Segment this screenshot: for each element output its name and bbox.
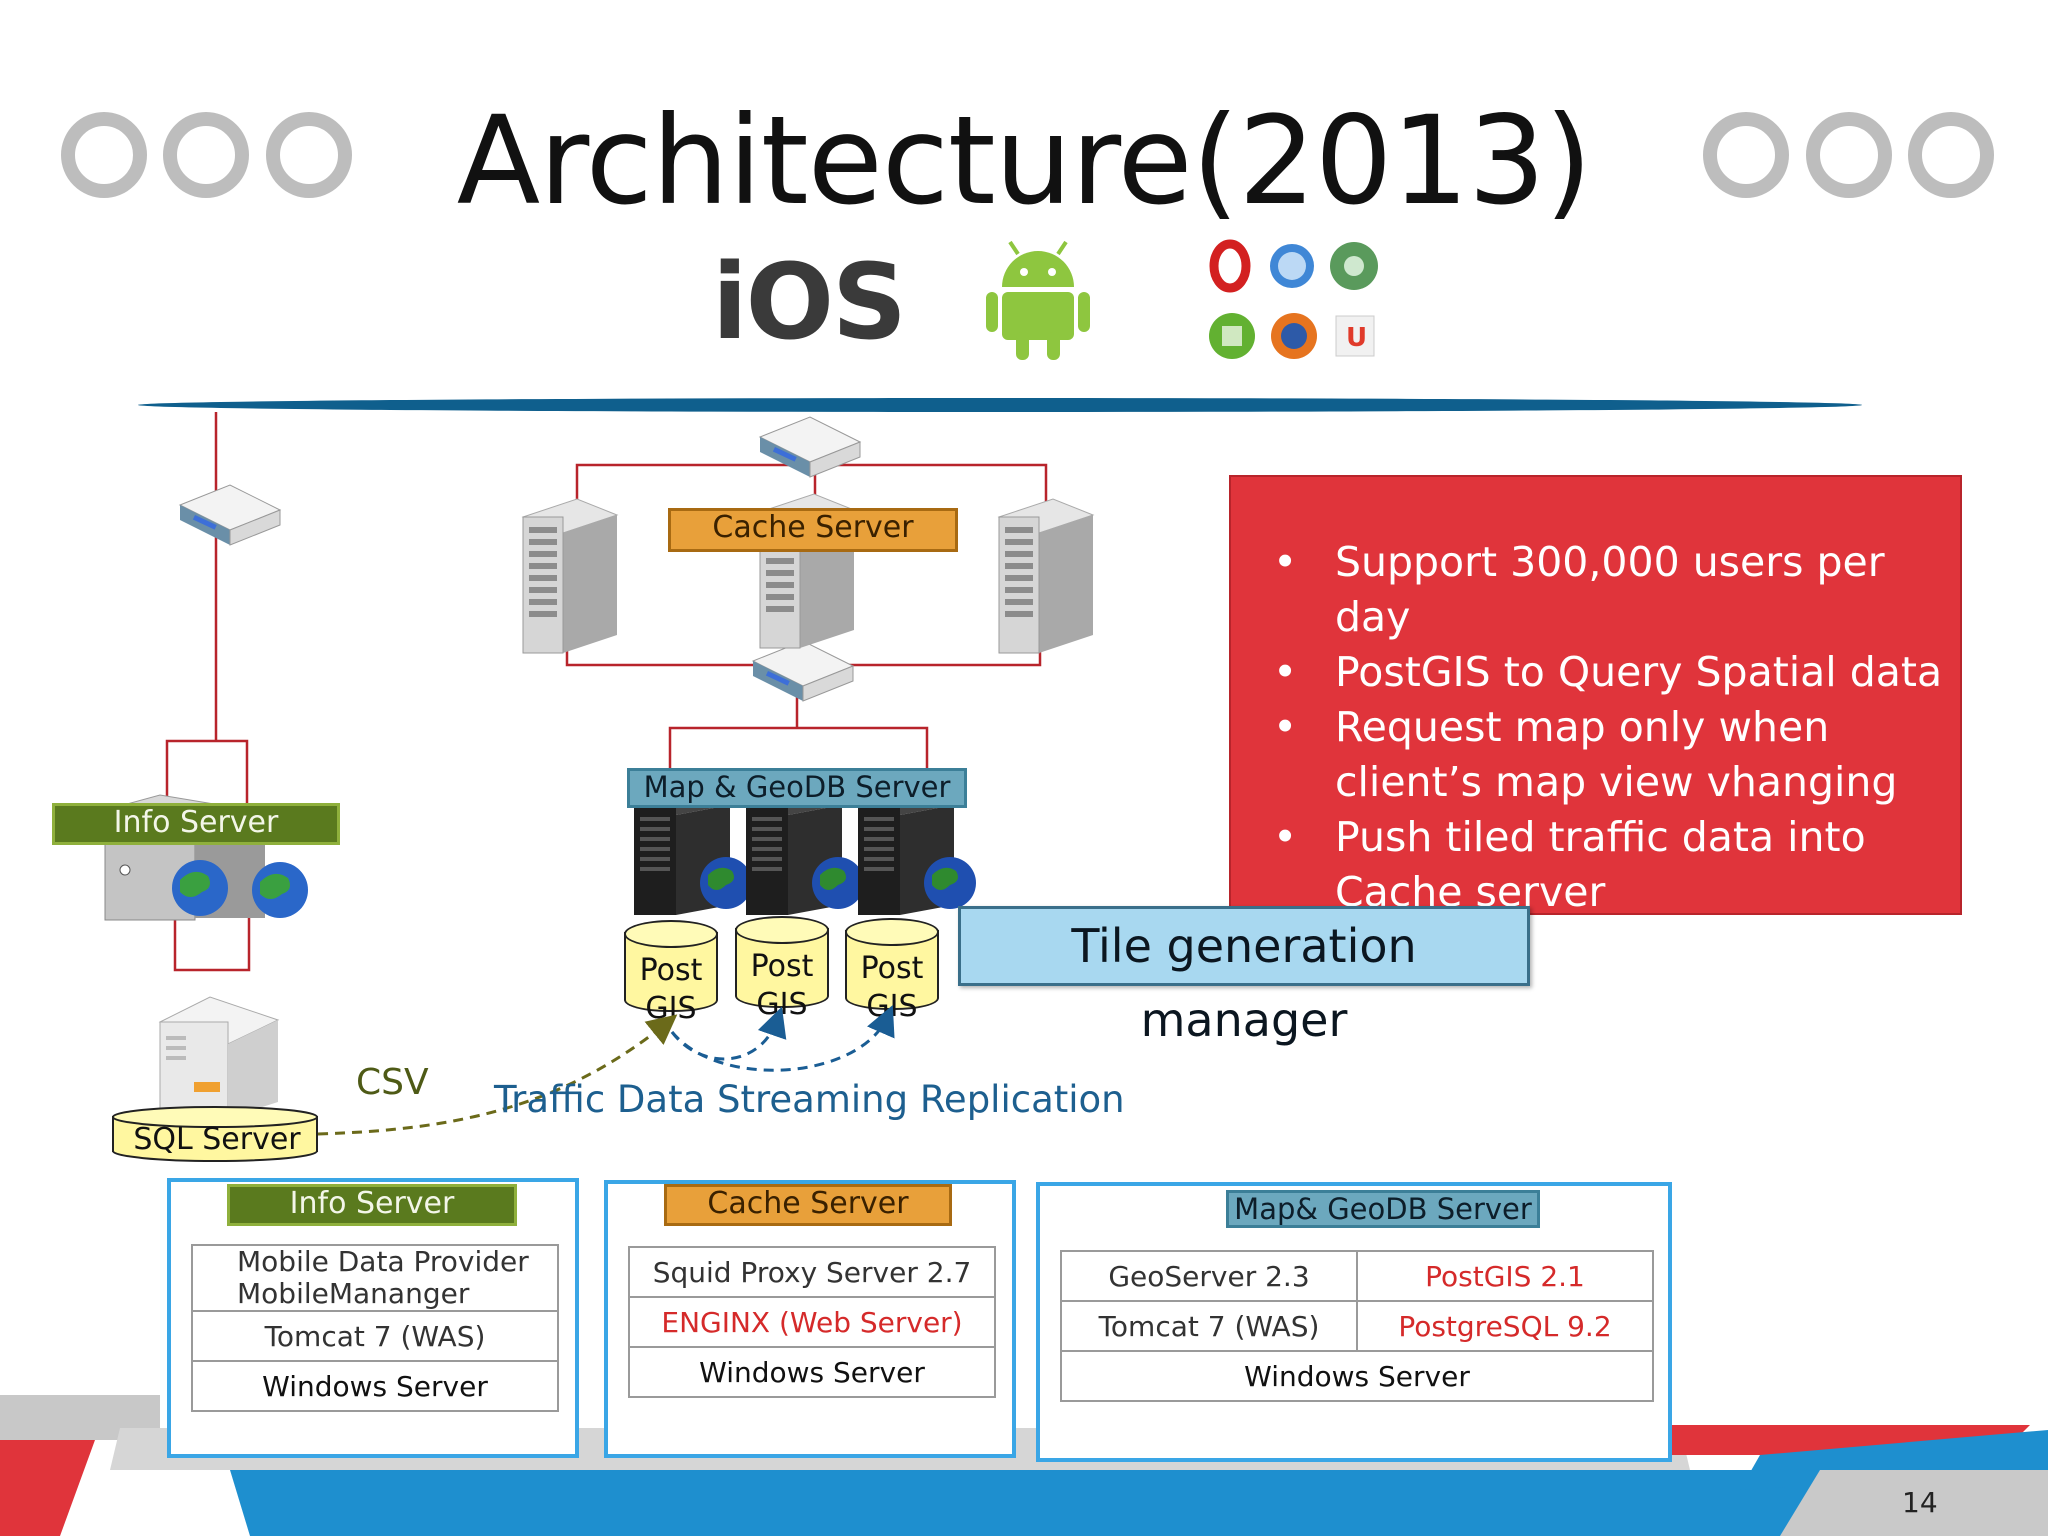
chrome-icon — [1330, 242, 1378, 290]
replication-label: Traffic Data Streaming Replication — [494, 1078, 1125, 1121]
note-text: Support 300,000 users per day — [1335, 538, 1885, 641]
server-tower-icon — [521, 498, 619, 654]
sql-server-icon — [158, 996, 280, 1119]
router-icon — [178, 484, 282, 546]
spec-cell: GeoServer 2.3 — [1060, 1250, 1358, 1302]
browser-icons-cluster: U — [1209, 239, 1378, 359]
spec-cell: Tomcat 7 (WAS) — [1060, 1300, 1358, 1352]
bullet-icon: • — [1273, 648, 1298, 696]
svg-text:U: U — [1346, 323, 1367, 353]
postgis-db: Post GIS — [624, 920, 718, 1026]
android-icon — [986, 240, 1090, 360]
ios-logo: iOS — [712, 241, 907, 363]
windows-icon — [1209, 313, 1255, 359]
bullet-icon: • — [1273, 813, 1298, 861]
spec-cell: PostGIS 2.1 — [1356, 1250, 1654, 1302]
cache-server-label: Cache Server — [668, 508, 958, 552]
bullet-icon: • — [1273, 538, 1298, 586]
spec-header: Info Server — [227, 1184, 517, 1226]
spec-header: Map& GeoDB Server — [1226, 1190, 1540, 1228]
note-text: PostGIS to Query Spatial data — [1335, 648, 1943, 696]
sql-server-label: SQL Server — [133, 1122, 301, 1157]
info-server-label: Info Server — [52, 803, 340, 845]
feature-notes: • Support 300,000 users per day • PostGIS … — [1229, 475, 1962, 916]
spec-cell: ENGINX (Web Server) — [628, 1296, 996, 1348]
tile-generation-manager: Tile generation manager — [958, 906, 1530, 1047]
opera-icon — [1209, 239, 1251, 293]
uc-browser-icon: U — [1335, 315, 1375, 357]
safari-icon — [1270, 244, 1314, 288]
spec-cell: Tomcat 7 (WAS) — [191, 1310, 559, 1362]
note-text: Push tiled traffic data into Cache serve… — [1335, 813, 1866, 916]
postgis-db: Post GIS — [845, 918, 939, 1024]
cache-server-spec-panel: Cache Server Squid Proxy Server 2.7 ENGI… — [604, 1180, 1016, 1458]
bullet-icon: • — [1273, 703, 1298, 751]
router-icon — [751, 640, 855, 702]
slide-title: Architecture(2013) — [456, 90, 1593, 232]
spec-header: Cache Server — [664, 1184, 952, 1226]
router-icon — [758, 416, 862, 478]
note-text: Request map only when client’s map view … — [1335, 703, 1898, 806]
map-geodb-server-label: Map & GeoDB Server — [627, 768, 967, 808]
page-number: 14 — [1902, 1486, 1938, 1519]
spec-cell: PostgreSQL 9.2 — [1356, 1300, 1654, 1352]
sql-server-cylinder — [112, 1106, 318, 1162]
map-geodb-spec-panel: Map& GeoDB Server GeoServer 2.3 PostGIS … — [1036, 1182, 1672, 1462]
note-item: • Push tiled traffic data into Cache serv… — [1251, 810, 1951, 920]
csv-label: CSV — [356, 1062, 429, 1103]
spec-cell: Squid Proxy Server 2.7 — [628, 1246, 996, 1298]
note-item: • Request map only when client’s map view… — [1251, 700, 1951, 810]
spec-cell: Windows Server — [628, 1346, 996, 1398]
firefox-icon — [1271, 313, 1317, 359]
spec-cell: Mobile Data Provider MobileMananger — [191, 1244, 559, 1312]
info-server-spec-panel: Info Server Mobile Data Provider MobileM… — [167, 1178, 579, 1458]
server-tower-icon — [997, 498, 1095, 654]
spec-cell: Windows Server — [191, 1360, 559, 1412]
note-item: • Support 300,000 users per day — [1251, 535, 1951, 645]
note-item: • PostGIS to Query Spatial data — [1251, 645, 1951, 700]
spec-cell: Windows Server — [1060, 1350, 1654, 1402]
